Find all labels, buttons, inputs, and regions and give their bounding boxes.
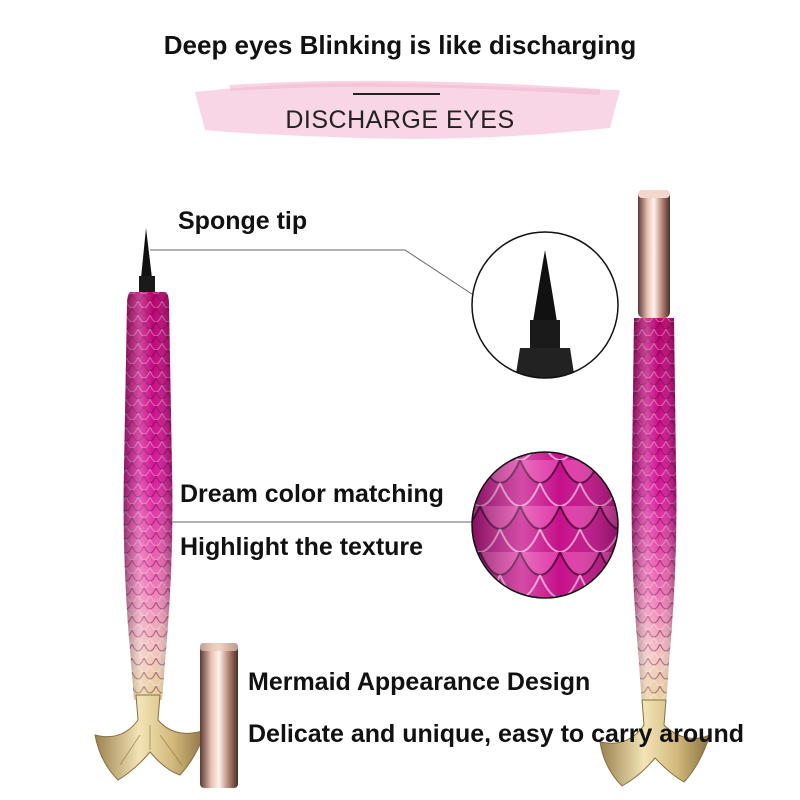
subtitle: DISCHARGE EYES [285,106,515,134]
callout-highlight-texture: Highlight the texture [180,533,424,561]
headline: Deep eyes Blinking is like discharging [163,30,637,60]
brush-stroke [195,80,620,139]
left-pen [94,228,207,781]
callout-dream-color: Dream color matching [180,480,444,508]
pen-cap [200,643,238,788]
callout-delicate: Delicate and unique, easy to carry aroun… [248,720,744,748]
tip-closeup-circle [471,231,619,379]
callout-mermaid-design: Mermaid Appearance Design [248,668,591,696]
callout-sponge-tip: Sponge tip [178,207,308,235]
texture-closeup-circle [471,451,619,599]
subtitle-rule [353,93,440,95]
right-pen [599,190,711,787]
leader-line-sponge [150,249,479,299]
